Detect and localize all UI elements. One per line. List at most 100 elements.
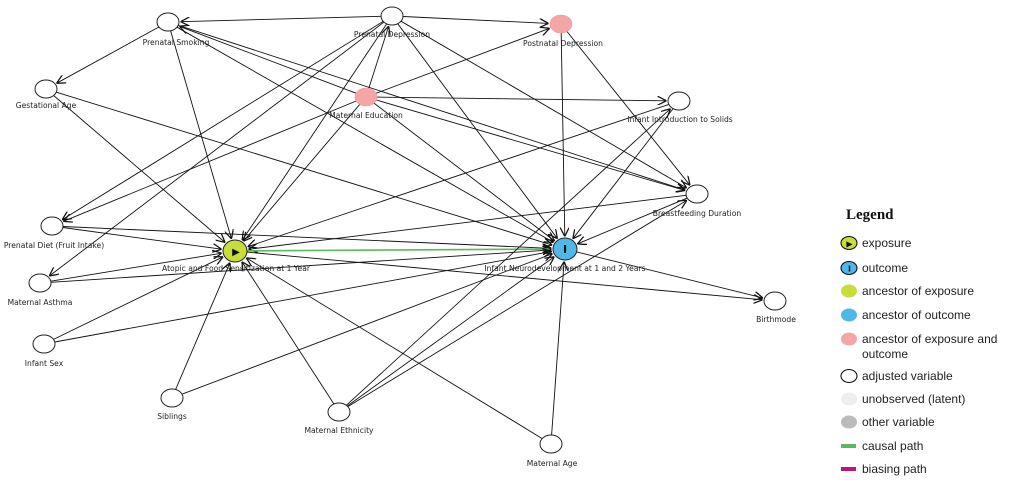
edge-prenatal_smoking-to-atopic [170,30,232,239]
node-label: Siblings [157,412,187,421]
legend-swatch-circle [841,415,857,429]
node-label: Gestational Age [16,101,77,110]
edge-infant_solids-to-atopic [248,103,669,246]
outcome-i-icon: I [563,243,567,256]
node-maternal-education[interactable]: Maternal Education [329,87,403,120]
legend-label: other variable [862,415,935,429]
node-label: Prenatal Depression [354,30,430,39]
edge-prenatal_smoking-to-neuro [176,26,554,242]
edge-atopic-to-birthmode [246,251,763,300]
node-label: Maternal Education [329,111,403,120]
edge-maternal_education-to-prenatal_diet [63,100,357,221]
node-circle[interactable] [380,6,404,26]
legend-item-other: other variable [841,415,935,429]
edge-siblings-to-neuro [181,254,553,395]
node-circle[interactable] [32,334,56,354]
node-label: Postnatal Depression [523,39,603,48]
legend-label: unobserved (latent) [862,392,965,406]
play-icon: ▶ [846,240,853,249]
edge-maternal_education-to-neuro [373,102,555,241]
outcome-i-icon: I [848,265,851,274]
legend-swatch-line [841,467,856,471]
node-maternal-age[interactable]: Maternal Age [527,434,578,468]
node-circle[interactable] [539,434,563,454]
edge-infant_solids-to-neuro [573,108,674,239]
legend-label-continued: outcome [862,347,908,361]
node-neuro[interactable]: I Infant Neurodevelopment at 1 and 2 Year… [484,237,646,273]
node-circle[interactable] [156,12,180,32]
node-circle[interactable] [28,273,52,293]
edge-maternal_asthma-to-neuro [50,250,552,283]
node-prenatal-smoking[interactable]: Prenatal Smoking [143,12,210,47]
node-circle[interactable] [34,79,58,99]
edge-maternal_ethnicity-to-breastfeeding [347,200,687,407]
node-postnatal-depression[interactable]: Postnatal Depression [523,14,603,48]
node-label: Breastfeeding Duration [653,209,742,218]
legend-item-causal-path: causal path [841,439,923,453]
edge-prenatal_diet-to-atopic [62,227,222,250]
node-label: Infant Neurodevelopment at 1 and 2 Years [484,264,645,273]
node-circle[interactable] [222,239,248,263]
edge-maternal_ethnicity-to-neuro [347,257,554,407]
node-siblings[interactable]: Siblings [157,388,187,421]
legend-item-adjusted: adjusted variable [840,368,953,384]
legend-swatch-circle [841,308,857,322]
edge-prenatal_depression-to-prenatal_smoking [181,15,382,21]
node-label: Maternal Age [527,459,578,468]
edge-prenatal_depression-to-breastfeeding [400,20,687,188]
edge-maternal_education-to-postnatal_depression [375,28,550,94]
legend-item-exposure: ▶exposure [840,235,912,251]
node-circle[interactable] [327,402,351,422]
node-circle[interactable] [354,87,378,107]
edge-prenatal_smoking-to-breastfeeding [178,24,685,190]
node-circle[interactable] [549,14,573,34]
node-circle[interactable] [160,388,184,408]
edge-gestational_age-to-neuro [56,91,552,245]
legend-swatch-circle [841,332,857,346]
edge-gestational_age-to-atopic [53,95,226,243]
edge-postnatal_depression-to-neuro [561,32,565,237]
legend-label: outcome [862,261,908,275]
edge-maternal_education-to-atopic [243,104,361,241]
edge-maternal_education-to-prenatal_smoking [179,26,357,94]
edge-breastfeeding-to-neuro [577,197,688,244]
legend-item-unobserved: unobserved (latent) [841,392,965,406]
legend-swatch-line [841,444,856,448]
legend-label: causal path [862,439,923,453]
edge-siblings-to-atopic [175,263,230,390]
play-icon: ▶ [232,247,240,258]
edge-maternal_education-to-infant_solids [376,97,667,101]
node-birthmode[interactable]: Birthmode [756,291,796,324]
edge-postnatal_depression-to-breastfeeding [566,31,690,186]
legend-item-biasing-path: biasing path [841,462,927,476]
legend-swatch-circle [840,260,858,276]
node-prenatal-depression[interactable]: Prenatal Depression [354,6,430,39]
edge-prenatal_depression-to-prenatal_diet [62,21,384,219]
node-breastfeeding[interactable]: Breastfeeding Duration [653,184,742,218]
node-circle[interactable] [552,237,578,261]
edge-maternal_asthma-to-atopic [50,253,222,282]
edge-infant_sex-to-neuro [54,251,552,343]
node-maternal-asthma[interactable]: Maternal Asthma [8,273,73,307]
edge-prenatal_depression-to-postnatal_depression [402,16,549,24]
edge-prenatal_depression-to-maternal_asthma [49,21,385,276]
edge-maternal_age-to-atopic [246,258,543,439]
node-circle[interactable] [685,184,709,204]
node-gestational-age[interactable]: Gestational Age [16,79,77,110]
node-infant-solids[interactable]: Infant Introduction to Solids [627,91,733,124]
edge-breastfeeding-to-atopic [248,194,687,249]
node-label: Infant Introduction to Solids [627,115,733,124]
edge-prenatal_depression-to-atopic [242,23,388,241]
node-maternal-ethnicity[interactable]: Maternal Ethnicity [304,402,374,435]
node-prenatal-diet[interactable]: Prenatal Diet (Fruit Intake) [4,216,104,250]
node-atopic[interactable]: ▶Atopic and Food Sensitization at 1 Year [162,239,311,273]
node-circle[interactable] [763,291,787,311]
node-circle[interactable] [667,91,691,111]
node-circle[interactable] [40,216,64,236]
edge-prenatal_diet-to-neuro [62,226,552,249]
node-infant-sex[interactable]: Infant Sex [25,334,64,368]
legend-swatch-circle [841,284,857,298]
